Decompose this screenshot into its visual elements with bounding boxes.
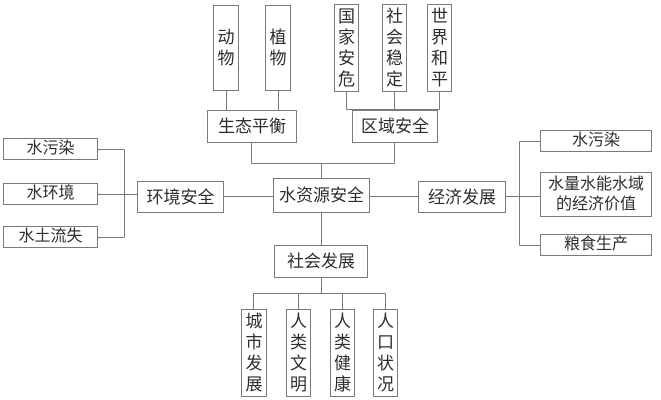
node-animal: 动物 xyxy=(213,5,239,91)
node-human-health: 人类健康 xyxy=(330,309,355,397)
connector-path xyxy=(98,91,540,309)
node-economic-development: 经济发展 xyxy=(418,181,506,213)
node-plant: 植物 xyxy=(265,5,291,91)
node-regional-security: 区域安全 xyxy=(352,110,438,143)
node-soil-erosion: 水土流失 xyxy=(3,226,98,248)
node-ecological-balance: 生态平衡 xyxy=(207,110,297,143)
node-urban-development: 城市发展 xyxy=(241,309,267,397)
node-population-status: 人口状况 xyxy=(373,309,398,397)
node-world-peace: 世界和平 xyxy=(427,4,452,92)
node-grain-production: 粮食生产 xyxy=(540,234,652,256)
node-social-stability: 社会稳定 xyxy=(382,4,407,92)
node-water-pollution-left: 水污染 xyxy=(3,138,98,160)
node-environmental-security: 环境安全 xyxy=(137,181,224,213)
node-water-resources-security: 水资源安全 xyxy=(273,178,370,213)
node-national-safety: 国家安危 xyxy=(334,4,359,92)
node-water-economic-value: 水量水能水域 的经济价值 xyxy=(540,172,652,217)
node-social-development: 社会发展 xyxy=(274,245,368,278)
node-water-pollution-right: 水污染 xyxy=(540,130,652,152)
node-human-civilization: 人类文明 xyxy=(286,309,311,397)
node-water-environment: 水环境 xyxy=(3,183,98,205)
